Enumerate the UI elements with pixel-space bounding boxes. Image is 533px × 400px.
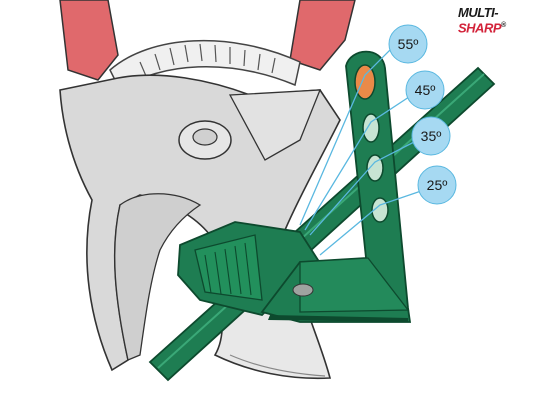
brand-line2: SHARP®	[458, 19, 530, 34]
brand-trademark: ®	[501, 22, 506, 29]
pruner-handle-right	[289, 0, 356, 71]
angle-hole-45	[362, 113, 380, 143]
brand-line2-text: SHARP	[458, 20, 502, 36]
angle-hole-35	[366, 154, 384, 182]
brand-logo: MULTI- SHARP®	[458, 6, 530, 34]
angle-hole-55	[354, 64, 376, 100]
pruner-handle-left	[59, 0, 119, 81]
angle-bubble-45: 45º	[405, 70, 445, 110]
screw	[292, 283, 314, 297]
pruner-upper-arm	[228, 89, 321, 161]
angle-bubble-55: 55º	[388, 24, 428, 64]
angle-label-45: 45º	[415, 82, 436, 98]
angle-label-55: 55º	[398, 36, 419, 52]
pruner-spring	[109, 39, 301, 92]
angle-pointers	[299, 44, 425, 256]
angle-label-25: 25º	[427, 177, 448, 193]
spring-coils	[139, 43, 276, 77]
angle-bubble-35: 35º	[411, 116, 451, 156]
pruner-jaw-inner	[114, 193, 202, 361]
angle-bubble-25: 25º	[417, 165, 457, 205]
brand-line1: MULTI-	[458, 5, 499, 20]
angle-label-35: 35º	[421, 128, 442, 144]
